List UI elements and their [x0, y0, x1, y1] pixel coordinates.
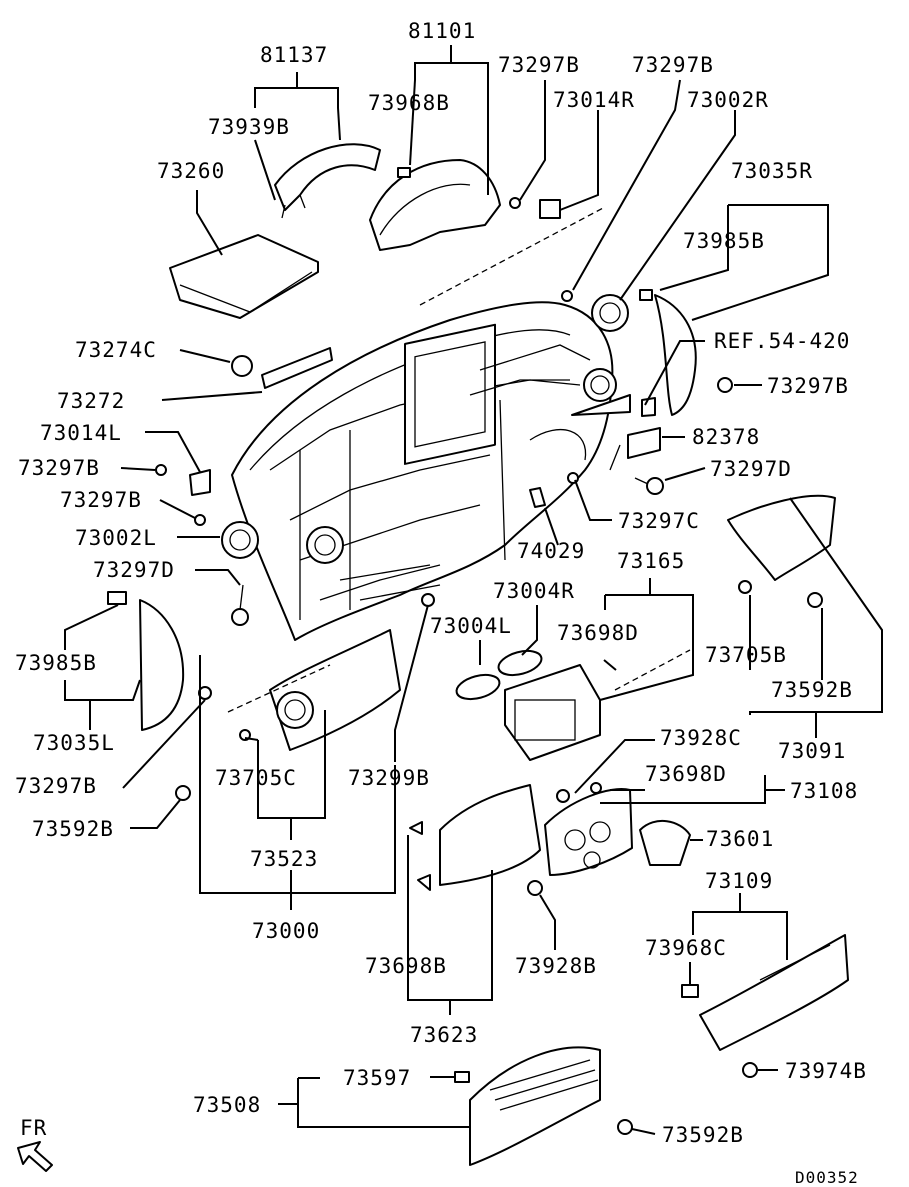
- label-73297D-right: 73297D: [710, 457, 792, 481]
- label-fr: FR: [20, 1116, 47, 1140]
- label-73272: 73272: [57, 389, 125, 413]
- label-73698D-right: 73698D: [645, 762, 727, 786]
- label-73592B-left: 73592B: [32, 817, 114, 841]
- label-73597: 73597: [343, 1066, 411, 1090]
- label-73601: 73601: [706, 827, 774, 851]
- label-73260: 73260: [157, 159, 225, 183]
- left-side-cover: [139, 599, 185, 731]
- meter-cluster-cover: [274, 143, 381, 211]
- label-73968B: 73968B: [368, 91, 450, 115]
- label-73928B: 73928B: [515, 954, 597, 978]
- label-73297D-left: 73297D: [93, 558, 175, 582]
- left-center-vent: [455, 673, 501, 701]
- label-73000: 73000: [252, 919, 320, 943]
- instrument-panel-body: [231, 301, 617, 641]
- label-73109: 73109: [705, 869, 773, 893]
- right-side-cover: [654, 294, 697, 416]
- center-bezel: [504, 664, 601, 761]
- label-73698B: 73698B: [365, 954, 447, 978]
- label-74029: 74029: [517, 539, 585, 563]
- label-73592B-bottom: 73592B: [662, 1123, 744, 1147]
- label-81137: 81137: [260, 43, 328, 67]
- label-73165: 73165: [617, 549, 685, 573]
- label-73299B: 73299B: [348, 766, 430, 790]
- label-73274C: 73274C: [75, 338, 157, 362]
- label-73968C: 73968C: [645, 936, 727, 960]
- label-73108: 73108: [790, 779, 858, 803]
- glove-box: [469, 1046, 601, 1166]
- label-73705C: 73705C: [215, 766, 297, 790]
- cup-holder: [639, 819, 691, 866]
- front-direction-arrow-icon: [17, 1141, 53, 1172]
- meter-hood-cover: [169, 234, 319, 319]
- label-73014R: 73014R: [553, 88, 635, 112]
- label-73592B-right: 73592B: [771, 678, 853, 702]
- diagram-code: D00352: [795, 1168, 859, 1187]
- center-lower-garnish: [439, 784, 541, 886]
- label-73004L: 73004L: [430, 614, 512, 638]
- label-73004R: 73004R: [493, 579, 575, 603]
- label-73297B-right: 73297B: [767, 374, 849, 398]
- label-73297C: 73297C: [618, 509, 700, 533]
- label-73091: 73091: [778, 739, 846, 763]
- small-vent: [627, 427, 661, 459]
- label-73035R: 73035R: [731, 159, 813, 183]
- label-81101: 81101: [408, 19, 476, 43]
- right-vent: [591, 294, 629, 332]
- label-73523: 73523: [250, 847, 318, 871]
- label-73623: 73623: [410, 1023, 478, 1047]
- left-vent: [221, 521, 259, 559]
- label-73297B-left-2: 73297B: [60, 488, 142, 512]
- right-center-vent: [497, 649, 543, 677]
- label-73698D-center: 73698D: [557, 621, 639, 645]
- label-73508: 73508: [193, 1093, 261, 1117]
- lower-center-panel: [269, 629, 401, 751]
- label-73014L: 73014L: [40, 421, 122, 445]
- glove-box-lid: [727, 494, 836, 581]
- label-73985B-left: 73985B: [15, 651, 97, 675]
- label-73035L: 73035L: [33, 731, 115, 755]
- knee-cover: [699, 934, 849, 1051]
- label-73297B-left: 73297B: [18, 456, 100, 480]
- cluster-bezel: [369, 159, 501, 251]
- label-82378: 82378: [692, 425, 760, 449]
- label-73297B-top: 73297B: [498, 53, 580, 77]
- label-73002L: 73002L: [75, 526, 157, 550]
- clip: [529, 487, 546, 508]
- label-73002R: 73002R: [687, 88, 769, 112]
- label-ref-54-420: REF.54-420: [714, 329, 850, 353]
- label-73705B: 73705B: [705, 643, 787, 667]
- label-73928C: 73928C: [660, 726, 742, 750]
- label-73297B-top-right: 73297B: [632, 53, 714, 77]
- climate-control-panel: [544, 788, 633, 876]
- leader-lines: [64, 45, 883, 1135]
- label-73939B: 73939B: [208, 115, 290, 139]
- label-73974B: 73974B: [785, 1059, 867, 1083]
- label-73297B-left-3: 73297B: [15, 774, 97, 798]
- label-73985B-right: 73985B: [683, 229, 765, 253]
